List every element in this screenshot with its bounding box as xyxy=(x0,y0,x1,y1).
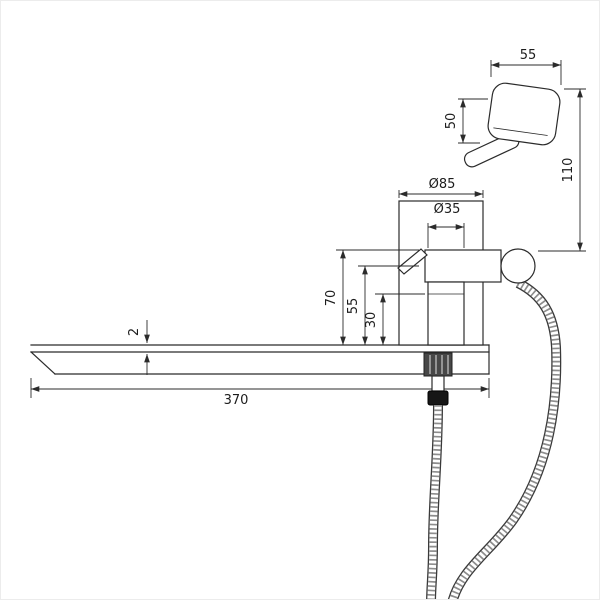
hand-sprayer xyxy=(463,82,561,168)
dimension-plate-thickness: 2 xyxy=(127,320,150,375)
shelf xyxy=(30,344,490,375)
hose-left xyxy=(426,404,443,599)
dimension-sprayer-overall-height: 110 xyxy=(538,88,586,252)
valve-body xyxy=(427,281,465,346)
mixer-lever xyxy=(397,248,428,275)
dim-label-spout-top-height: 70 xyxy=(324,290,339,307)
dim-label-spout-center-height: 55 xyxy=(346,298,361,315)
dim-label-plate-diameter: Ø85 xyxy=(429,177,456,192)
dimension-plate-diameter: Ø85 xyxy=(398,177,484,198)
dimension-spout-center-height: 55 xyxy=(346,265,419,346)
dimension-shelf-length: 370 xyxy=(30,378,490,408)
holder-ring xyxy=(500,248,536,284)
dimension-sprayer-head-height: 50 xyxy=(444,98,488,144)
hose-right xyxy=(448,278,562,599)
dim-label-shelf-length: 370 xyxy=(224,393,249,408)
dim-label-valve-height: 30 xyxy=(364,312,379,329)
dimension-spout-top-height: 70 xyxy=(324,249,419,346)
spout-holder-arm xyxy=(397,248,536,284)
hose-connector xyxy=(431,375,445,392)
sprayer-head xyxy=(487,82,561,146)
dim-label-cartridge-diameter: Ø35 xyxy=(434,202,461,217)
dimension-cartridge-diameter: Ø35 xyxy=(427,202,465,248)
dim-label-sprayer-overall-height: 110 xyxy=(561,158,576,183)
dimension-valve-height: 30 xyxy=(364,293,425,346)
dimension-sprayer-width: 55 xyxy=(490,48,562,85)
dim-label-sprayer-head-height: 50 xyxy=(444,113,459,130)
hose-nut xyxy=(427,390,449,406)
dim-label-sprayer-width: 55 xyxy=(520,48,537,63)
dim-label-plate-thickness: 2 xyxy=(127,328,142,336)
under-deck-fitting xyxy=(423,352,453,406)
